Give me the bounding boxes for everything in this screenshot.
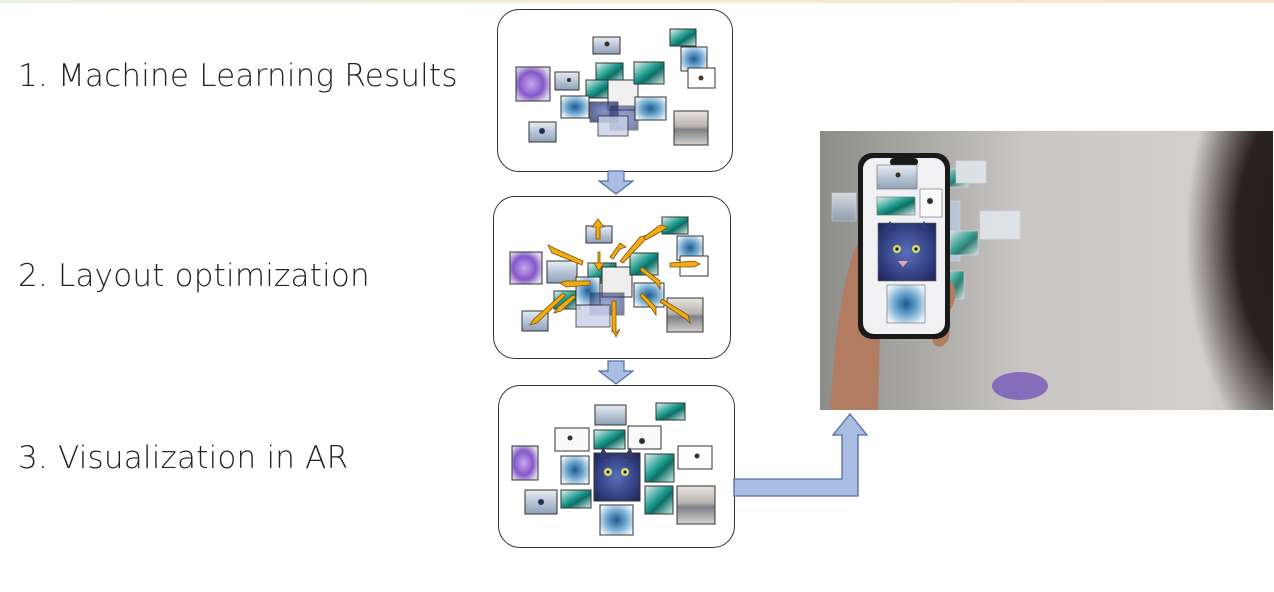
arrow-downright-icon [639, 266, 661, 291]
seascape-thumbnail [673, 110, 709, 146]
cat-thumbnail [627, 425, 662, 450]
ml-results-thumbnails [515, 28, 716, 146]
teal-abstract-thumbnail [661, 216, 689, 235]
teal-abstract-thumbnail [669, 28, 697, 47]
snow-thumbnail [575, 304, 611, 328]
blue-flower-thumbnail [680, 46, 708, 72]
seascape-thumbnail [676, 485, 716, 525]
down-arrow-1-icon [597, 170, 635, 195]
teal-abstract-thumbnail [644, 485, 674, 515]
teal-abstract-thumbnail [629, 252, 659, 276]
optimization-arrows [529, 218, 701, 338]
bent-arrow-icon [733, 412, 869, 497]
step-3-number: 3. [18, 440, 48, 476]
teal-abstract-thumbnail [644, 453, 675, 483]
teal-abstract-thumbnail [655, 402, 686, 421]
step-3-label: 3.Visualization in AR [18, 440, 348, 476]
blue-flower-thumbnail [560, 455, 590, 485]
teal-abstract-thumbnail [593, 429, 626, 450]
arrow-upright-icon [643, 224, 669, 241]
arrow-right-icon [669, 260, 701, 268]
step-3-text: Visualization in AR [57, 440, 349, 476]
arrow-up-icon [591, 218, 605, 240]
flower-thumbnail [511, 445, 539, 481]
ar-photo [820, 131, 1273, 410]
person-holding-phone-ar-photo [820, 131, 1273, 410]
blue-flower-thumbnail [560, 95, 590, 119]
arrow-down-icon [611, 300, 621, 338]
step-2-label: 2.Layout optimization [18, 258, 370, 294]
blue-flower-thumbnail [634, 96, 667, 121]
teal-abstract-thumbnail [633, 61, 665, 85]
step-1-number: 1. [18, 58, 48, 94]
cat-thumbnail [594, 404, 627, 426]
teal-abstract-thumbnail [560, 489, 592, 509]
flower-thumbnail [509, 251, 543, 285]
flower-thumbnail [515, 66, 551, 102]
cat-thumbnail [601, 266, 633, 298]
visualization-panel [498, 385, 735, 548]
step-1-label: 1.Machine Learning Results [18, 58, 458, 94]
cat-thumbnail [554, 71, 580, 91]
top-accent-line [0, 0, 1274, 3]
arrow-upright-icon [609, 242, 627, 260]
step-2-text: Layout optimization [57, 258, 370, 294]
blue-flower-thumbnail [599, 504, 634, 536]
arrow-downleft-icon [529, 292, 567, 326]
arrow-downright-icon [639, 292, 657, 317]
arrow-downleft-icon [553, 294, 577, 314]
step-2-number: 2. [18, 258, 48, 294]
arrow-left-icon [559, 280, 591, 288]
layout-thumbnails [509, 216, 709, 338]
layout-optimization-panel [493, 196, 731, 359]
cat-portrait-thumbnail [593, 452, 641, 502]
arrow-upleft-icon [547, 244, 584, 266]
cat-thumbnail [546, 260, 578, 284]
down-arrow-2-icon [597, 360, 635, 385]
snow-thumbnail [597, 115, 629, 137]
arrow-downright-icon [659, 298, 691, 325]
visualization-thumbnails [511, 402, 716, 536]
arrow-down-icon [593, 251, 605, 272]
step-1-text: Machine Learning Results [57, 58, 458, 94]
ml-results-panel [497, 9, 733, 172]
